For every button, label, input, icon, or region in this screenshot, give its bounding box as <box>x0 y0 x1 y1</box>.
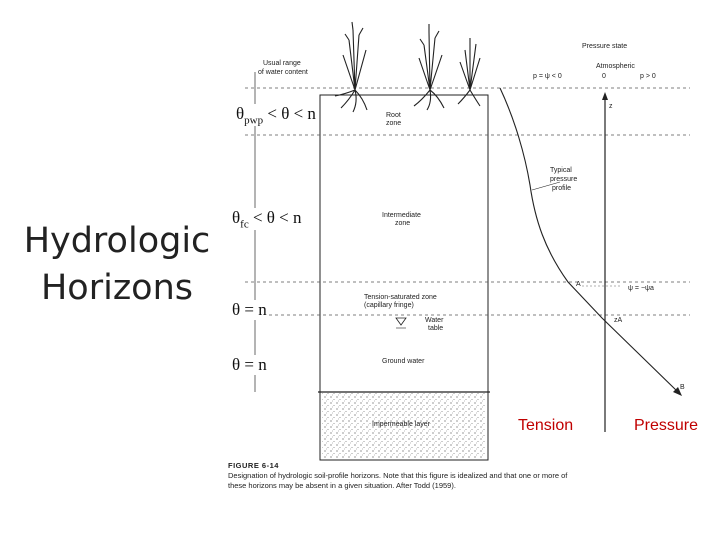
title-line-2: Horizons <box>40 268 194 308</box>
impermeable-layer-fill <box>322 392 486 458</box>
intermediate-zone-label-1: Intermediate <box>382 212 421 219</box>
z-axis-label: z <box>609 103 613 110</box>
pressure-state-label: Pressure state <box>582 43 627 50</box>
pressure-label: Pressure <box>634 417 699 435</box>
typical-profile-label-2: pressure <box>550 176 577 183</box>
z-a-label: zA <box>614 317 623 324</box>
water-table-label-2: table <box>428 325 443 332</box>
zero-label: 0 <box>602 73 606 80</box>
pressure-profile-curve <box>499 87 679 393</box>
groundwater-label: Ground water <box>382 358 425 365</box>
impermeable-label: Impermeable layer <box>372 421 431 428</box>
intermediate-zone-condition: θfc < θ < n <box>232 208 302 231</box>
intermediate-zone-label-2: zone <box>395 220 410 227</box>
capillary-zone-condition: θ = n <box>232 300 267 320</box>
groundwater-condition: θ = n <box>232 355 267 375</box>
z-axis-arrow-icon <box>602 92 608 100</box>
usual-range-line-1: Usual range <box>263 60 301 67</box>
point-b-label: B <box>680 384 685 391</box>
tension-label: Tension <box>518 417 574 435</box>
water-table-label-1: Water <box>425 317 444 324</box>
root-zone-condition: θpwp < θ < n <box>236 104 316 127</box>
typical-profile-label-3: profile <box>552 185 571 192</box>
typical-profile-label-1: Typical <box>550 167 572 174</box>
root-zone-label-2: zone <box>386 120 401 127</box>
slide-title: Hydrologic Horizons <box>14 218 220 312</box>
title-line-1: Hydrologic <box>23 221 211 261</box>
water-table-marker-icon <box>395 317 407 326</box>
usual-range-line-2: of water content <box>258 69 308 76</box>
tension-zone-label-1: Tension-saturated zone <box>364 294 437 301</box>
positive-pressure-label: p > 0 <box>640 73 656 80</box>
profile-arrow-icon <box>673 387 682 396</box>
figure-caption-text: Designation of hydrologic soil-profile h… <box>228 471 568 490</box>
atmospheric-label: Atmospheric <box>596 63 635 70</box>
negative-pressure-label: p = ψ < 0 <box>533 73 562 80</box>
tension-zone-label-2: (capillary fringe) <box>364 302 414 309</box>
soil-column-outline <box>319 94 489 461</box>
plant-icon-group <box>334 21 481 113</box>
root-zone-label-1: Root <box>386 112 401 119</box>
psi-a-label: ψ = −ψa <box>628 285 654 292</box>
figure-number: FIGURE 6-14 <box>228 461 279 470</box>
figure-caption: FIGURE 6-14 Designation of hydrologic so… <box>228 461 568 491</box>
diagram-line <box>531 181 561 191</box>
point-a-label: A <box>576 281 581 288</box>
